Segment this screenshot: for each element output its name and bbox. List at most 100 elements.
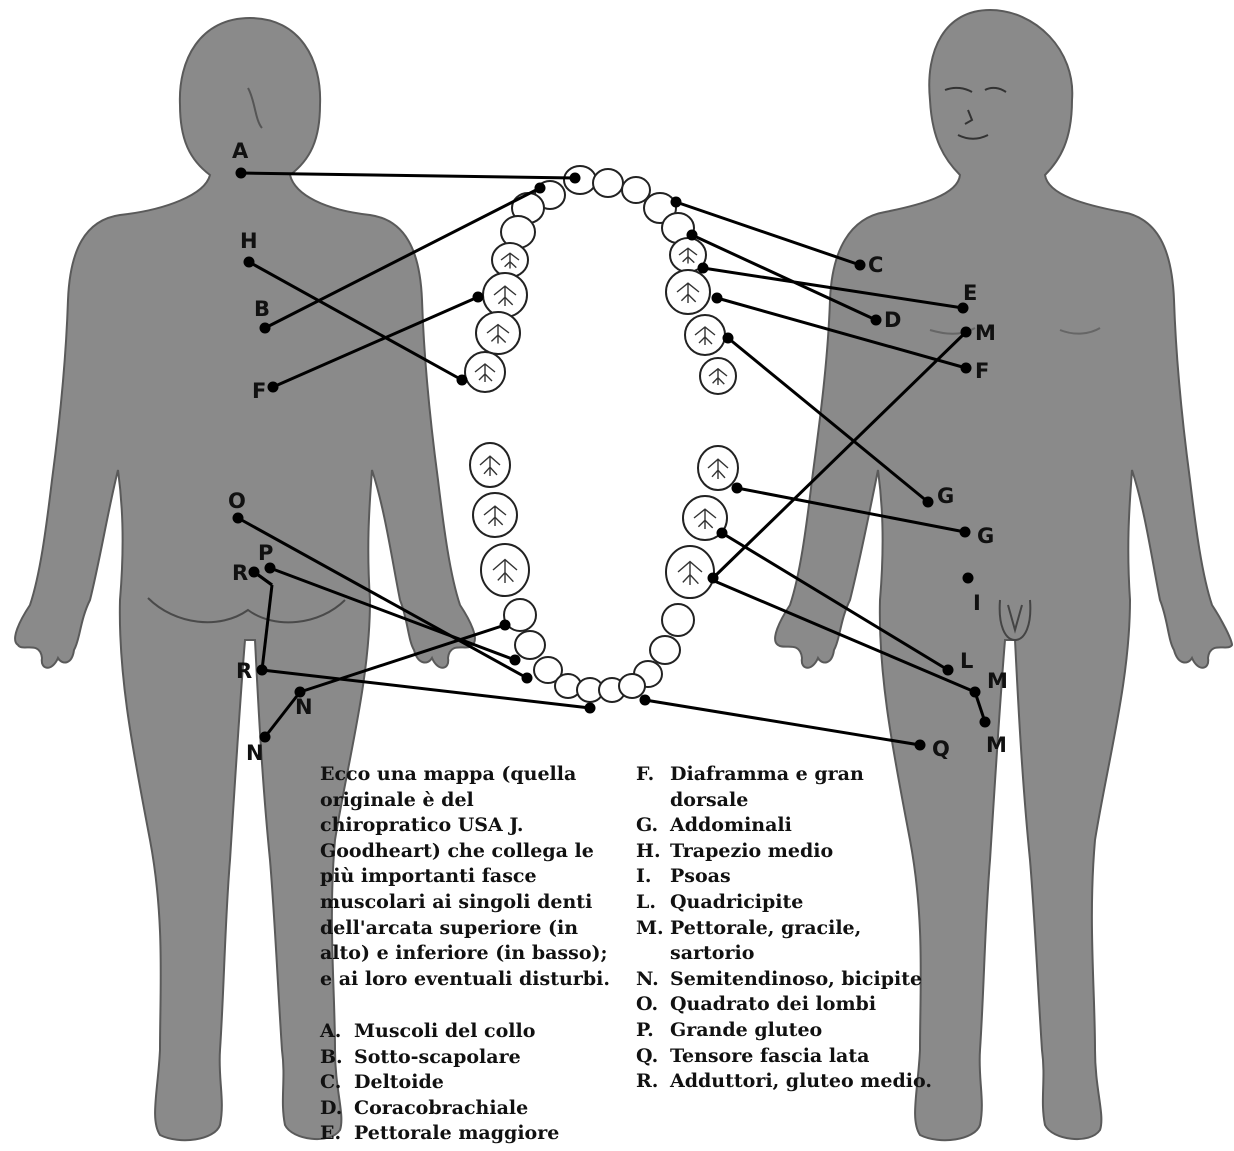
legend-key: E. (320, 1121, 354, 1147)
point-label: C (868, 253, 883, 277)
legend-text: Sotto-scapolare (354, 1046, 521, 1068)
legend-item: R.Adduttori, gluteo medio. (636, 1069, 936, 1095)
connection-dot (961, 327, 972, 338)
connection-dot (723, 333, 734, 344)
point-label: H (240, 229, 258, 253)
point-label: Q (932, 737, 950, 761)
legend-item: O.Quadrato dei lombi (636, 992, 936, 1018)
tooth (622, 177, 650, 203)
point-label: R (232, 561, 248, 585)
legend-key: P. (636, 1018, 670, 1044)
connection-dot (671, 197, 682, 208)
connection-dot (980, 717, 991, 728)
legend-text: Grande gluteo (670, 1019, 822, 1041)
connection-dot (963, 573, 974, 584)
point-label: O (228, 489, 246, 513)
tooth (593, 169, 623, 197)
point-label: D (884, 308, 901, 332)
point-label: L (960, 649, 973, 673)
connection-dot (535, 183, 546, 194)
point-label: G (937, 484, 954, 508)
point-label: P (258, 541, 273, 565)
connection-dot (233, 513, 244, 524)
connection-dot (698, 263, 709, 274)
connection-dot (244, 257, 255, 268)
point-label: M (986, 733, 1007, 757)
point-label: F (975, 359, 989, 383)
legend-item: A.Muscoli del collo (320, 1019, 620, 1045)
point-label: N (246, 741, 264, 765)
point-label: B (254, 297, 270, 321)
connection-dot (970, 687, 981, 698)
connection-dot (457, 375, 468, 386)
legend-text: Pettorale maggiore (354, 1122, 559, 1144)
point-label: A (232, 139, 249, 163)
legend-item: G.Addominali (636, 813, 936, 839)
connection-dot (855, 260, 866, 271)
legend-item: B.Sotto-scapolare (320, 1045, 620, 1071)
point-label: M (987, 669, 1008, 693)
legend-text: Adduttori, gluteo medio. (670, 1070, 932, 1092)
legend-key: H. (636, 839, 670, 865)
point-label: R (236, 659, 252, 683)
legend-text: Quadrato dei lombi (670, 993, 876, 1015)
legend-text: Quadricipite (670, 891, 803, 913)
legend-item: H.Trapezio medio (636, 839, 936, 865)
legend-key: C. (320, 1070, 354, 1096)
connection-dot (249, 567, 260, 578)
legend-text: Addominali (670, 814, 792, 836)
connection-dot (585, 703, 596, 714)
connection-dot (943, 665, 954, 676)
connection-dot (500, 620, 511, 631)
connection-dot (510, 655, 521, 666)
tooth (619, 674, 645, 698)
intro-text: Ecco una mappa (quella originale è del c… (320, 762, 610, 992)
legend-item: L.Quadricipite (636, 890, 936, 916)
tooth (650, 636, 680, 664)
connection-dot (522, 673, 533, 684)
connection-dot (732, 483, 743, 494)
legend-item: E.Pettorale maggiore (320, 1121, 620, 1147)
legend-key: Q. (636, 1044, 670, 1070)
legend-key: F. (636, 762, 670, 788)
point-label: I (973, 591, 981, 615)
legend-text: Trapezio medio (670, 840, 833, 862)
legend-item: D.Coracobrachiale (320, 1096, 620, 1122)
connection-dot (260, 323, 271, 334)
point-label: G (977, 524, 994, 548)
legend-key: I. (636, 864, 670, 890)
legend-item: M.Pettorale, gracile, sartorio (636, 916, 936, 967)
point-label: E (963, 281, 977, 305)
legend-item: P.Grande gluteo (636, 1018, 936, 1044)
legend-key: R. (636, 1069, 670, 1095)
connection-dot (915, 740, 926, 751)
connection-dot (961, 363, 972, 374)
legend-key: N. (636, 967, 670, 993)
legend-item: Q.Tensore fascia lata (636, 1044, 936, 1070)
connection-dot (708, 573, 719, 584)
connection-dot (257, 665, 268, 676)
connection-dot (960, 527, 971, 538)
connection-dot (687, 230, 698, 241)
connection-dot (871, 315, 882, 326)
legend-item: I.Psoas (636, 864, 936, 890)
legend-key: B. (320, 1045, 354, 1071)
legend-item: C.Deltoide (320, 1070, 620, 1096)
tooth (662, 604, 694, 636)
point-label: F (252, 379, 266, 403)
connection-dot (717, 528, 728, 539)
legend-key: A. (320, 1019, 354, 1045)
legend-text: Semitendinoso, bicipite (670, 968, 922, 990)
connection-dot (923, 497, 934, 508)
point-label: M (975, 321, 996, 345)
connection-dot (473, 292, 484, 303)
legend-text: Diaframma e gran dorsale (670, 763, 864, 811)
legend-key: D. (320, 1096, 354, 1122)
connection-dot (570, 173, 581, 184)
connection-dot (268, 382, 279, 393)
legend-text: Psoas (670, 865, 731, 887)
legend-item: F.Diaframma e gran dorsale (636, 762, 936, 813)
